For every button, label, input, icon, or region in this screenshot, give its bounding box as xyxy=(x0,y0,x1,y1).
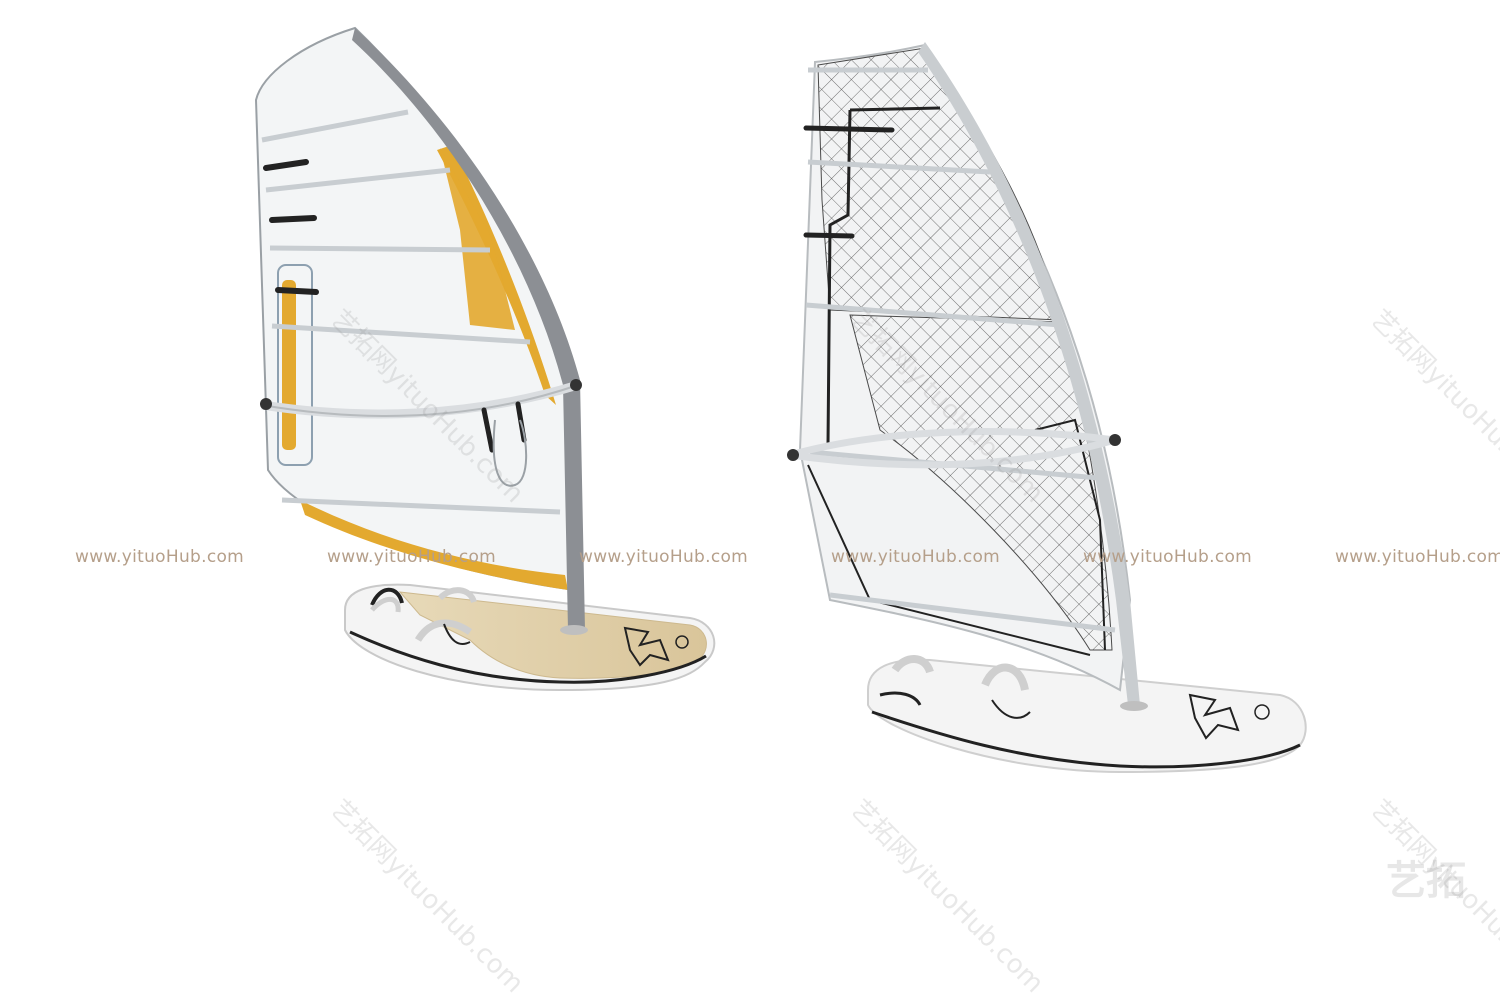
left-sail xyxy=(254,26,588,635)
url-watermark: www.yituoHub.com xyxy=(1335,547,1500,567)
windsurf-scene xyxy=(254,26,1307,774)
url-watermark: www.yituoHub.com xyxy=(1083,547,1253,567)
right-windsurfer xyxy=(787,42,1307,774)
right-board xyxy=(867,655,1307,774)
right-sail xyxy=(787,42,1148,711)
url-watermark: www.yituoHub.com xyxy=(579,547,749,567)
url-watermark: www.yituoHub.com xyxy=(831,547,1001,567)
left-board xyxy=(344,583,716,692)
corner-logo: 艺拓 xyxy=(1386,858,1466,904)
url-watermark: www.yituoHub.com xyxy=(327,547,497,567)
left-windsurfer xyxy=(254,26,716,692)
url-watermark: www.yituoHub.com xyxy=(75,547,245,567)
